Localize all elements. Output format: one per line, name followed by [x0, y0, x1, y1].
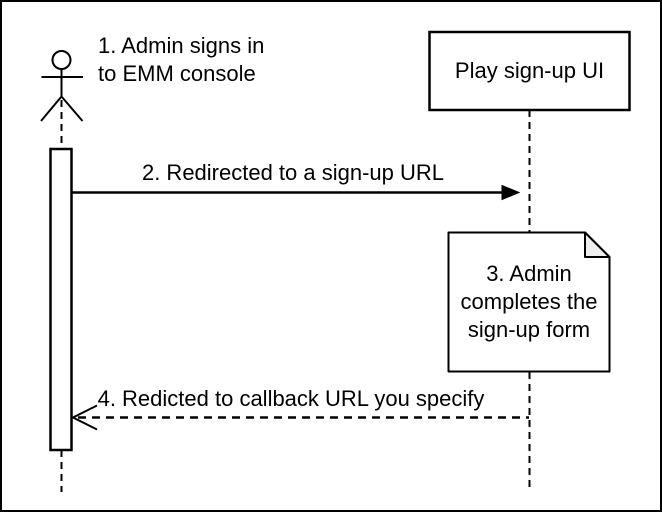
step2-message-label: 2. Redirected to a sign-up URL: [141, 160, 445, 185]
play-sign-up-ui-box: [428, 30, 631, 112]
admin-actor-figure: [40, 50, 84, 122]
admin-activation-bar: [49, 147, 73, 452]
step3-note-label: 3. Admin completes the sign-up form: [460, 261, 598, 342]
actor-head: [51, 50, 72, 70]
actor-leg-right: [60, 95, 84, 122]
step1-label: 1. Admin signs in to EMM console: [98, 33, 265, 86]
step4-message-label: 4. Redicted to callback URL you specify: [97, 386, 485, 411]
actor-leg-left: [40, 95, 63, 122]
note-fold-icon: [584, 231, 611, 258]
message4-open-arrowhead-icon: [70, 404, 98, 431]
play-sign-up-ui-label: Play sign-up UI: [454, 58, 605, 83]
note-shape: [447, 231, 611, 373]
message2-arrowhead-icon: [501, 184, 521, 201]
